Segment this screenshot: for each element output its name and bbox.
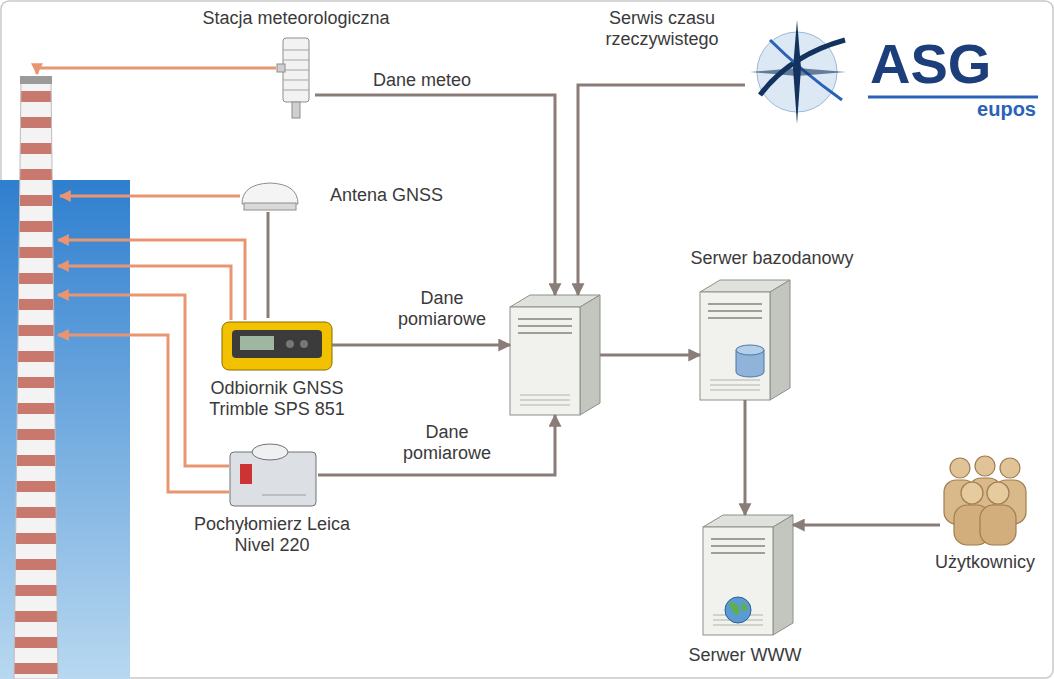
chimney — [14, 80, 58, 679]
asg-globe-icon — [750, 20, 846, 124]
edge-label: Dane meteo — [360, 70, 484, 91]
edge-label: Dane pomiarowe — [390, 422, 504, 463]
users-label: Użytkownicy — [930, 552, 1040, 573]
connector-arrow — [315, 95, 555, 295]
connector-arrow — [267, 212, 270, 318]
database-cylinder — [736, 345, 764, 377]
database-server: Serwer bazodanowy — [700, 280, 790, 400]
inclinometer-icon — [230, 444, 316, 506]
database-server-icon — [700, 280, 790, 400]
gnss-antenna: Antena GNSS — [240, 182, 300, 212]
connector-arrow — [600, 354, 700, 357]
connector-arrow — [744, 400, 747, 515]
gnss-antenna-label: Antena GNSS — [330, 185, 480, 206]
weather-station: Stacja meteorologiczna — [275, 36, 315, 120]
connector-arrow — [332, 344, 510, 347]
database-server-label: Serwer bazodanowy — [682, 248, 862, 269]
asg-eupos-logo-label: ASG — [870, 36, 1030, 92]
gnss-antenna-icon — [242, 183, 298, 210]
www-server-icon — [703, 515, 793, 635]
users: Użytkownicy — [940, 455, 1030, 545]
processing-server-icon — [510, 295, 600, 415]
www-server-label: Serwer WWW — [675, 645, 815, 666]
users-icon — [944, 456, 1026, 545]
chimney-top — [20, 76, 52, 84]
gnss-receiver-label: Odbiornik GNSS Trimble SPS 851 — [197, 378, 357, 419]
weather-station-icon — [277, 38, 309, 118]
gnss-receiver-icon — [222, 322, 332, 370]
connector-arrow — [318, 415, 555, 475]
asg-eupos-logo-label: eupos — [946, 99, 1036, 119]
asg-eupos-logo: ASG eupos — [745, 22, 1045, 122]
connector-arrow — [793, 524, 940, 527]
processing-server — [510, 295, 600, 415]
inclinometer: Pochyłomierz Leica Nivel 220 — [228, 440, 318, 508]
weather-station-label: Stacja meteorologiczna — [176, 8, 416, 29]
globe-icon — [725, 597, 751, 623]
gnss-receiver: Odbiornik GNSS Trimble SPS 851 — [222, 318, 332, 372]
edge-label: Dane pomiarowe — [385, 288, 499, 329]
mount-arrows — [37, 68, 276, 492]
www-server: Serwer WWW — [703, 515, 793, 635]
inclinometer-label: Pochyłomierz Leica Nivel 220 — [186, 514, 358, 555]
edge-label: Serwis czasu rzeczywistego — [590, 8, 734, 49]
